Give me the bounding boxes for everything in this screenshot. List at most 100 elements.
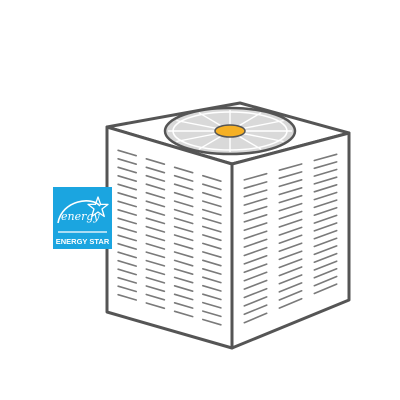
right-vent-slot [313, 260, 338, 271]
left-vent-slot [117, 192, 137, 199]
left-vent-slot [145, 234, 166, 242]
right-vent-slot [243, 222, 268, 232]
right-vent-slot [243, 279, 268, 290]
left-vent-slot [173, 166, 194, 174]
right-vent-slot [243, 238, 268, 248]
left-vent-slot [145, 259, 166, 267]
right-vent-slot [243, 255, 268, 265]
left-vent-slot [202, 251, 222, 259]
left-vent-slot [117, 234, 137, 242]
left-vent-slot [117, 158, 137, 165]
right-vent-slot [313, 229, 338, 240]
left-vent-slot [117, 242, 137, 250]
right-vent-slot [313, 161, 338, 170]
right-vent-slot [278, 258, 303, 269]
left-vent-slot [173, 234, 194, 242]
right-vent-slot [278, 242, 303, 253]
left-vent-slot [173, 251, 194, 259]
left-vent-slot [202, 318, 222, 326]
left-vent-slot [145, 293, 166, 301]
left-vent-slot [202, 293, 222, 301]
left-vent-slot [117, 259, 137, 267]
left-vent-slot [117, 166, 137, 174]
fan-hub [214, 124, 246, 138]
right-vent-slot [278, 289, 303, 301]
energy-star-logo-icon: energy [57, 196, 109, 233]
right-vent-slot [243, 246, 268, 257]
left-vent-slot [117, 293, 137, 301]
right-vent-slot [243, 230, 268, 240]
right-vent-slot [313, 252, 338, 264]
left-vent-slot [202, 234, 222, 242]
left-vent-slot [145, 276, 166, 284]
unit-right-face [230, 131, 351, 350]
right-vent-slot [278, 202, 303, 212]
right-vent-slot [278, 187, 303, 196]
right-vent-slot [278, 218, 303, 228]
right-vent-slot [313, 214, 338, 224]
energy-swoosh [57, 200, 101, 224]
left-vent-slot [145, 285, 166, 293]
left-vent-slot [145, 191, 166, 199]
energy-star-label: ENERGY STAR [56, 237, 110, 246]
right-vent-slot [278, 194, 303, 204]
right-vent-slot [278, 274, 303, 285]
right-vent-slot [313, 283, 338, 295]
right-vent-slot [278, 171, 303, 180]
right-vent-slot [243, 197, 268, 206]
left-vent-slot [173, 208, 194, 216]
left-vent-slot [173, 242, 194, 250]
left-vent-slot [173, 293, 194, 301]
left-vent-slot [202, 267, 222, 275]
left-vent-slot [202, 284, 222, 292]
right-vent-slot [243, 296, 268, 307]
right-vent-slot [313, 153, 338, 162]
right-vent-slot [278, 250, 303, 261]
left-vent-slot [173, 200, 194, 208]
left-vent-slot [202, 225, 222, 233]
left-vent-slot [117, 149, 137, 157]
right-vent-slot [243, 214, 268, 223]
energy-star-badge-background [53, 187, 112, 249]
left-vent-slot [202, 208, 222, 216]
left-vent-slot [117, 226, 137, 233]
energy-star-badge: energy ENERGY STAR [53, 187, 112, 249]
right-vent-slot [278, 297, 303, 309]
left-vent-slot [117, 200, 137, 208]
right-vent-slot [278, 179, 303, 188]
right-vent-slot [278, 282, 303, 293]
left-vent-slot [145, 251, 166, 259]
right-vent-slot [243, 287, 268, 299]
left-vent-slot [202, 310, 222, 318]
right-vent-slot [313, 184, 338, 193]
left-vent-slot [145, 302, 166, 310]
right-vent-slot [313, 275, 338, 287]
right-vent-slot [243, 263, 268, 274]
right-vent-slot [313, 168, 338, 177]
right-vent-slot [243, 181, 268, 190]
right-vent-slots [243, 153, 338, 324]
left-vent-slot [117, 175, 137, 182]
left-vent-slot [117, 251, 137, 259]
left-vent-slot [173, 183, 194, 191]
left-vent-slot [117, 209, 137, 216]
left-vent-slot [202, 191, 222, 199]
left-vent-slot [202, 301, 222, 309]
left-vent-slot [202, 174, 222, 182]
right-vent-slot [243, 205, 268, 215]
left-vent-slot [145, 217, 166, 225]
left-vent-slot [202, 242, 222, 250]
left-vent-slot [173, 284, 194, 293]
left-vent-slot [145, 166, 166, 174]
left-vent-slot [145, 200, 166, 208]
left-vent-slot [202, 217, 222, 225]
left-vent-slot [173, 276, 194, 284]
right-vent-slot [243, 271, 268, 282]
left-vent-slot [202, 183, 222, 191]
left-vent-slot [202, 276, 222, 284]
left-vent-slot [145, 174, 166, 182]
star-icon [87, 196, 109, 218]
right-vent-slot [278, 226, 303, 236]
left-vent-slot [202, 200, 222, 208]
